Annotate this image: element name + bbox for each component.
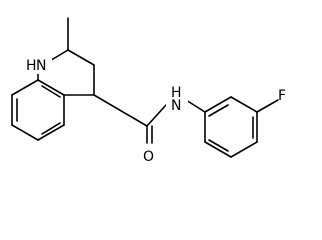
tetrahydro-ring — [37, 17, 95, 96]
double-bond-inner-3 — [41, 122, 61, 135]
double-bond-inner-2 — [41, 85, 61, 98]
bond-ar1-ar2 — [204, 96, 232, 113]
amide-h-label: H — [171, 85, 182, 101]
carbonyl-o-label: O — [143, 149, 154, 165]
bond-c8a-c4a — [37, 79, 65, 96]
ar-double-bond-3 — [208, 139, 229, 152]
bond-ar5-ar6 — [204, 141, 232, 158]
amide-nh-label-bg — [166, 87, 188, 117]
ring-nh-label-bg — [24, 58, 52, 74]
bond-ar2-ar3 — [230, 96, 258, 113]
fluorophenyl-ring — [204, 96, 279, 158]
bond-carbonyl-n — [146, 104, 167, 127]
bond-n-aryl — [185, 99, 206, 113]
ring-nh-n-label: N — [36, 58, 46, 74]
fluorine-label: F — [278, 88, 286, 104]
bond-c4-carbonyl — [93, 94, 148, 127]
ring-nh-h-label: H — [26, 58, 37, 74]
bond-c2-c3 — [67, 49, 95, 66]
bond-c5-c6 — [37, 124, 65, 141]
amide-n-label: N — [171, 98, 181, 114]
benzo-ring — [11, 79, 65, 141]
atom-labels: H N H N O F — [24, 58, 286, 165]
molecule-structure-diagram: H N H N O F — [11, 17, 286, 165]
bond-ar4-ar5 — [230, 141, 258, 158]
ar-double-bond-1 — [208, 104, 229, 117]
bond-c8a-c8 — [11, 79, 39, 96]
carboxamide-group — [93, 94, 206, 144]
bond-ar3-f — [256, 99, 279, 113]
bond-c6-c7 — [11, 124, 39, 141]
